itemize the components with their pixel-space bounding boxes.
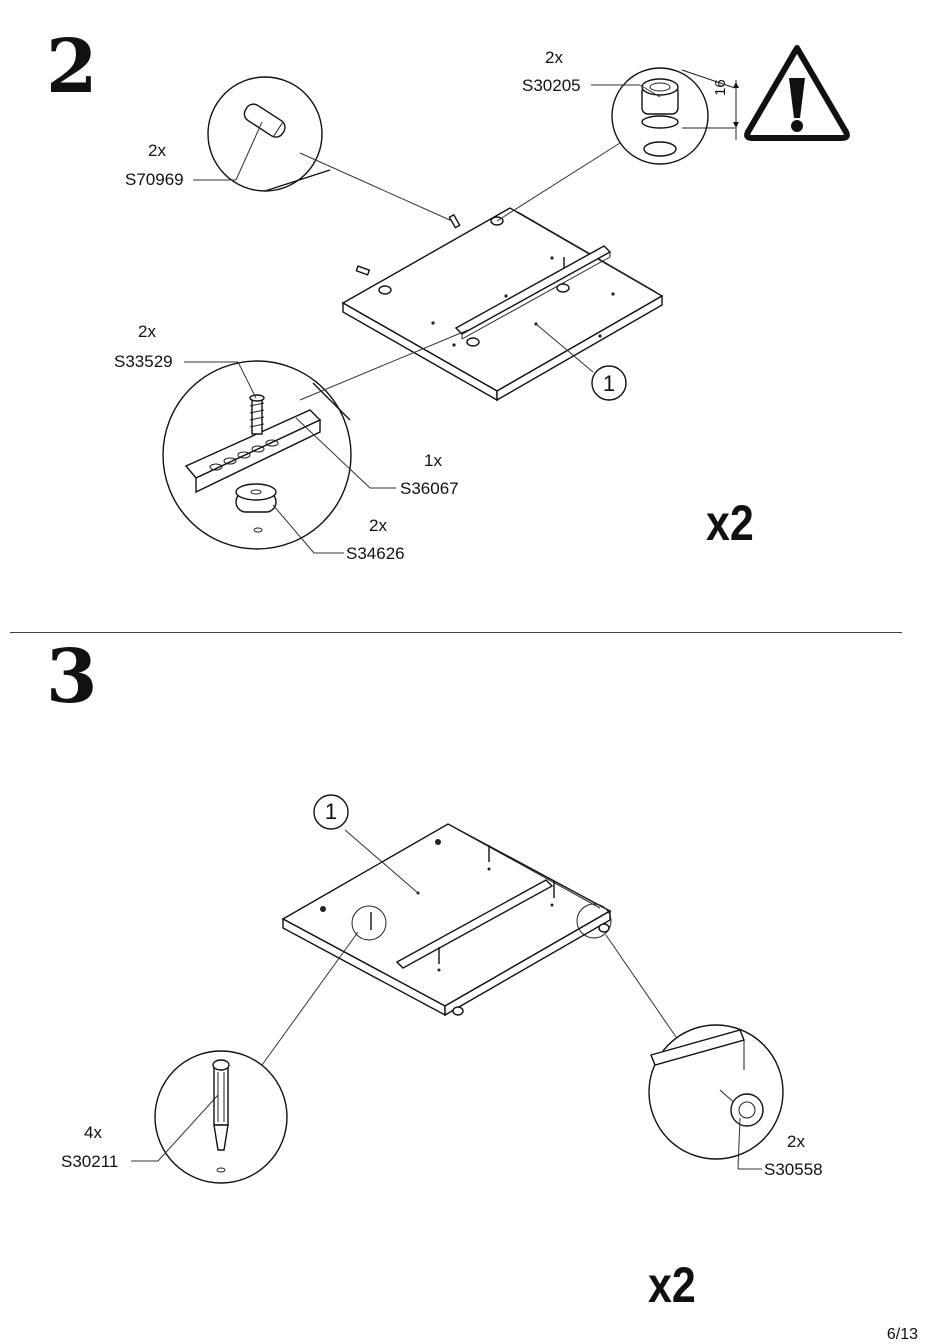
step-3-multiplier: x2 [648, 1257, 696, 1313]
glide-detail [605, 934, 784, 1170]
step-number-3: 3 [46, 634, 97, 720]
panel-ref-circle-3 [313, 794, 349, 830]
part-code-s36067: S36067 [400, 479, 459, 498]
part-qty-s30558: 2x [787, 1132, 805, 1151]
dimension-label: 16 [712, 79, 729, 96]
page-number: 6/13 [886, 1326, 918, 1343]
part-code-s34626: S34626 [346, 544, 405, 563]
part-qty-s36067: 1x [424, 451, 442, 470]
part-code-s33529: S33529 [114, 352, 173, 371]
step-divider [10, 632, 902, 633]
part-code-s30211: S30211 [61, 1152, 119, 1171]
panel-ref-circle [591, 365, 627, 401]
step-number-2: 2 [46, 24, 97, 110]
panel-ref-3: 1 [324, 799, 338, 824]
part-qty-s30211: 4x [84, 1123, 102, 1142]
step-2-multiplier: x2 [706, 495, 754, 551]
warning-triangle-icon [744, 45, 850, 141]
part-qty-s70969: 2x [148, 141, 166, 160]
runner-detail [162, 329, 469, 554]
step-2-panel [341, 207, 664, 402]
part-code-s30205: S30205 [522, 76, 581, 95]
panel-ref-2: 1 [602, 371, 616, 396]
step-3-panel [281, 794, 612, 1017]
part-code-s30558: S30558 [764, 1160, 823, 1179]
part-qty-s34626: 2x [369, 516, 387, 535]
cam-lock-detail [496, 67, 739, 222]
part-qty-s30205: 2x [545, 48, 563, 67]
part-code-s70969: S70969 [125, 170, 184, 189]
dowel-detail [193, 76, 453, 222]
part-qty-s33529: 2x [138, 322, 156, 341]
connector-bolt-detail [131, 931, 359, 1184]
